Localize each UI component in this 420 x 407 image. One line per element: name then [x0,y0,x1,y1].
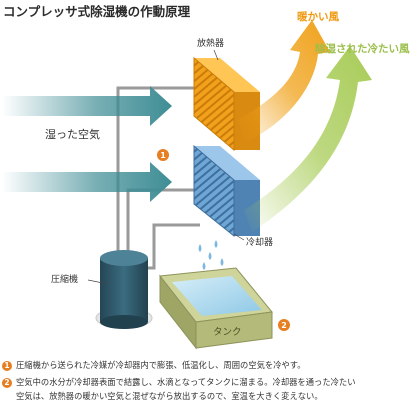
note-2-text-line-2: 空気は、放熱器の暖かい空気と混ぜながら放出するので、室温を大きく変えない。 [16,391,323,401]
compressor [95,250,153,329]
marker-1-label: 1 [160,151,166,160]
tank-label: タンク [213,327,242,338]
marker-1: 1 [157,149,169,161]
warm-air-arrow [238,20,330,142]
note-1: 1 圧縮機から送られた冷媒が冷却器内で膨張、低温化し、周囲の空気を冷やす。 [2,358,306,372]
dry-cool-air-arrow [244,46,372,232]
notes: 1 圧縮機から送られた冷媒が冷却器内で膨張、低温化し、周囲の空気を冷やす。 2 空気… [2,358,418,406]
note-2-number: 2 [2,378,12,388]
warm-air-label: 暖かい風 [297,11,339,23]
note-2: 2 空気中の水分が冷却器表面で結露し、水滴となってタンクに溜まる。冷却器を通った冷… [2,375,356,389]
note-1-number: 1 [2,361,12,371]
leader-lines [213,49,245,241]
note-2-text-line-1: 空気中の水分が冷却器表面で結露し、水滴となってタンクに溜まる。冷却器を通った冷た… [16,377,356,387]
tank [159,267,273,350]
page-title: コンプレッサ式除湿機の作動原理 [3,4,191,19]
note-1-text: 圧縮機から送られた冷媒が冷却器内で膨張、低温化し、周囲の空気を冷やす。 [16,360,306,370]
compressor-leader [87,279,109,285]
dry-cool-air-label: 除湿された冷たい風 [315,43,410,55]
humid-air-arrows [2,86,172,202]
compressor-label: 圧縮機 [51,275,79,285]
cooler-label: 冷却器 [246,238,274,248]
marker-2: 2 [278,319,290,331]
radiator-label: 放熱器 [197,39,225,49]
marker-2-label: 2 [281,321,287,330]
humid-air-label: 湿った空気 [45,128,100,141]
